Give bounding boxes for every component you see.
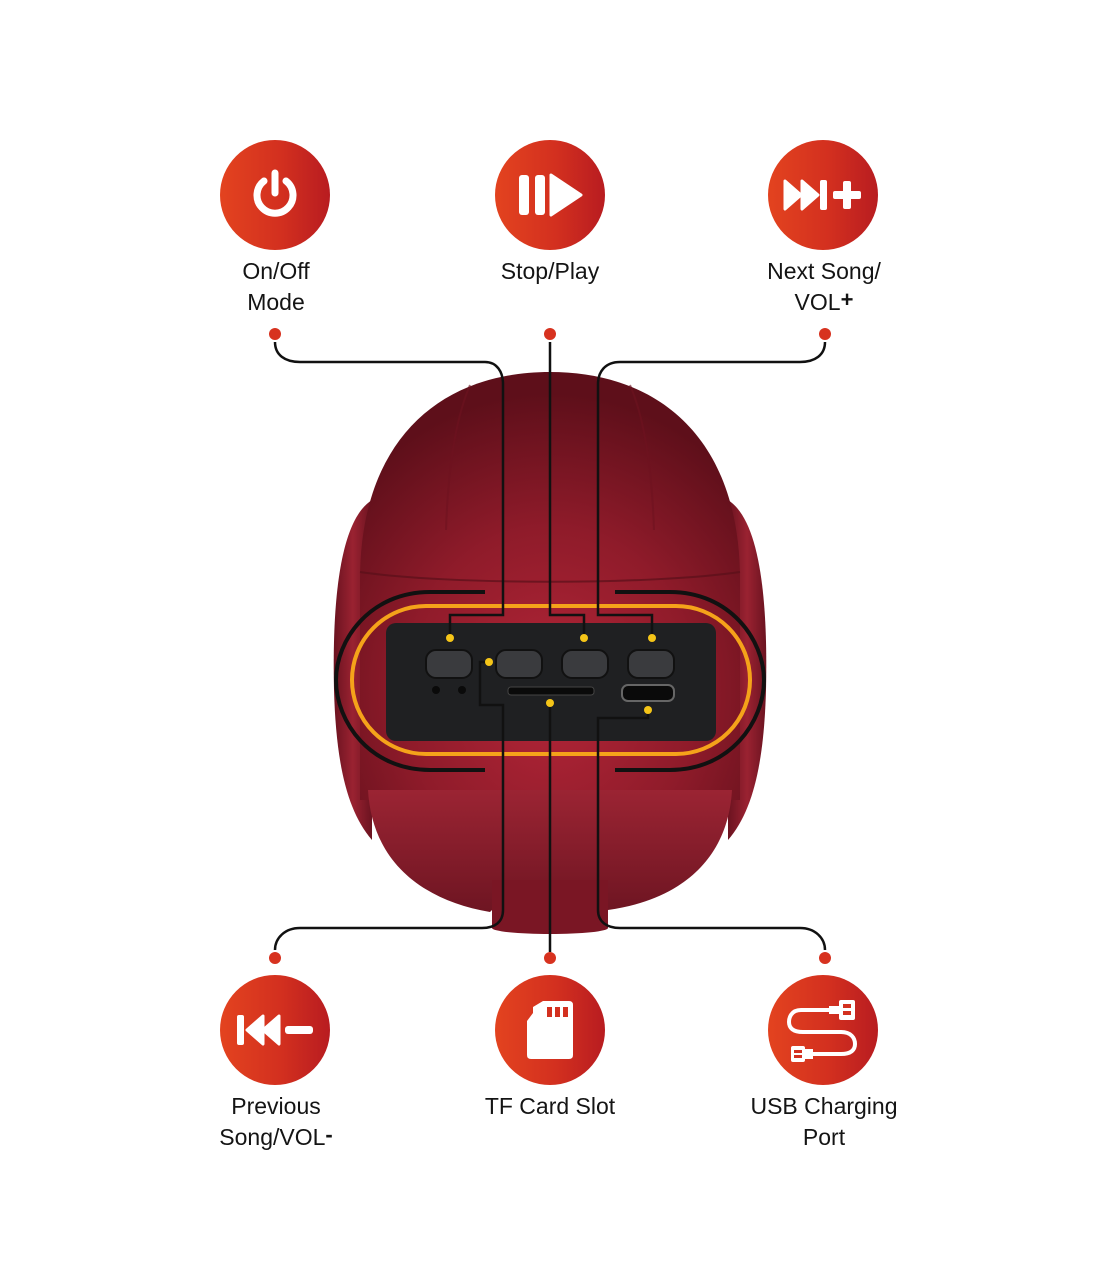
next-track-plus-icon: [783, 179, 861, 211]
tf-icon-badge: [495, 975, 605, 1085]
label-next: Next Song/ VOL+: [767, 256, 881, 318]
power-icon-badge: [220, 140, 330, 250]
play-button: [561, 649, 609, 679]
label-next-line2: VOL: [794, 289, 841, 315]
usb-icon-badge: [768, 975, 878, 1085]
label-power-line1: On/Off: [242, 258, 310, 284]
label-previous: Previous Song/VOL-: [219, 1091, 332, 1153]
label-previous-line2: Song/VOL: [219, 1124, 326, 1150]
power-button: [425, 649, 473, 679]
sd-card-icon: [527, 1001, 573, 1059]
label-play: Stop/Play: [501, 256, 599, 287]
label-previous-line1: Previous: [231, 1093, 321, 1119]
leader-lines-bottom: [273, 660, 827, 952]
control-panel: [386, 623, 716, 741]
button-markers: [446, 634, 656, 714]
label-power-line2: Mode: [247, 289, 305, 315]
previous-track-minus-icon: [237, 1014, 313, 1046]
next-button: [627, 649, 675, 679]
label-next-line1: Next Song/: [767, 258, 881, 284]
label-tf: TF Card Slot: [485, 1091, 615, 1122]
label-usb: USB Charging Port: [750, 1091, 897, 1153]
usb-c-port: [621, 684, 675, 702]
label-next-suffix: +: [840, 287, 854, 312]
next-icon-badge: [768, 140, 878, 250]
label-play-line1: Stop/Play: [500, 258, 600, 284]
anchor-dots: [269, 328, 831, 964]
power-icon: [253, 169, 297, 217]
label-power: On/Off Mode: [242, 256, 309, 318]
usb-cable-icon: [786, 1000, 858, 1062]
pause-play-icon: [519, 173, 583, 217]
label-usb-line2: Port: [802, 1124, 846, 1150]
label-tf-line1: TF Card Slot: [484, 1093, 616, 1119]
label-usb-line1: USB Charging: [750, 1093, 898, 1119]
label-previous-suffix: -: [325, 1122, 333, 1147]
play-icon-badge: [495, 140, 605, 250]
previous-icon-badge: [220, 975, 330, 1085]
leader-lines-top: [273, 341, 827, 638]
tf-card-slot: [507, 686, 595, 696]
previous-button: [495, 649, 543, 679]
